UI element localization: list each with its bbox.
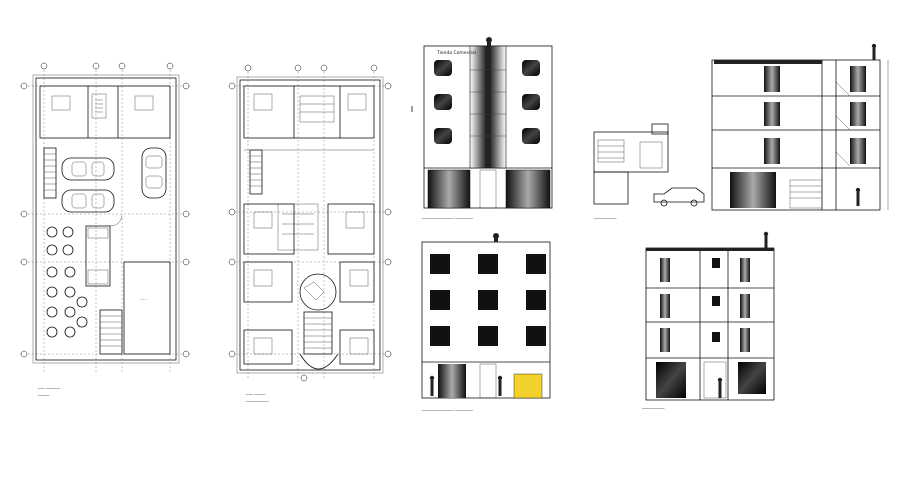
ground-floor-plan: ..... ___ ______ _____ xyxy=(20,62,190,397)
cross-section: __________ xyxy=(641,231,775,410)
person-figure-icon xyxy=(855,187,861,206)
car-icon xyxy=(653,187,705,207)
storefront-sign: Tienda Comercial xyxy=(436,50,476,56)
car-icon xyxy=(61,189,115,213)
svg-text:______________ ________: ______________ ________ xyxy=(421,215,474,220)
car-icon xyxy=(141,147,167,199)
svg-text:__________: __________ xyxy=(245,398,269,403)
person-figure-icon xyxy=(429,375,435,396)
plan1-grid xyxy=(20,66,190,372)
svg-text:.....: ..... xyxy=(140,297,147,302)
section-aa-windows xyxy=(660,258,750,352)
svg-text:__________: __________ xyxy=(593,215,617,220)
person-figure-icon xyxy=(497,375,503,396)
svg-text:_____: _____ xyxy=(37,392,50,397)
restaurant-tables xyxy=(46,226,88,338)
plan1-grid-bubbles xyxy=(20,62,190,358)
car-icon xyxy=(61,157,115,181)
side-section: __________ xyxy=(593,43,889,220)
svg-text:__________: __________ xyxy=(641,405,665,410)
svg-text:___ ______: ___ ______ xyxy=(37,385,60,390)
rear-windows xyxy=(430,254,546,346)
person-figure-icon xyxy=(763,231,769,248)
section-windows xyxy=(764,66,866,164)
rear-elevation: ______________ ________ xyxy=(421,233,551,412)
typical-floor-plan: ___ _____ __________ xyxy=(228,64,392,403)
elevation-windows xyxy=(434,60,540,144)
person-figure-icon xyxy=(717,377,723,398)
svg-text:___ _____: ___ _____ xyxy=(245,391,266,396)
plan2-grid-bubbles xyxy=(228,64,392,382)
front-elevation: Tienda Comercial ______________ ________ xyxy=(411,37,553,220)
person-figure-icon xyxy=(871,43,877,60)
svg-text:______________ ________: ______________ ________ xyxy=(421,407,474,412)
